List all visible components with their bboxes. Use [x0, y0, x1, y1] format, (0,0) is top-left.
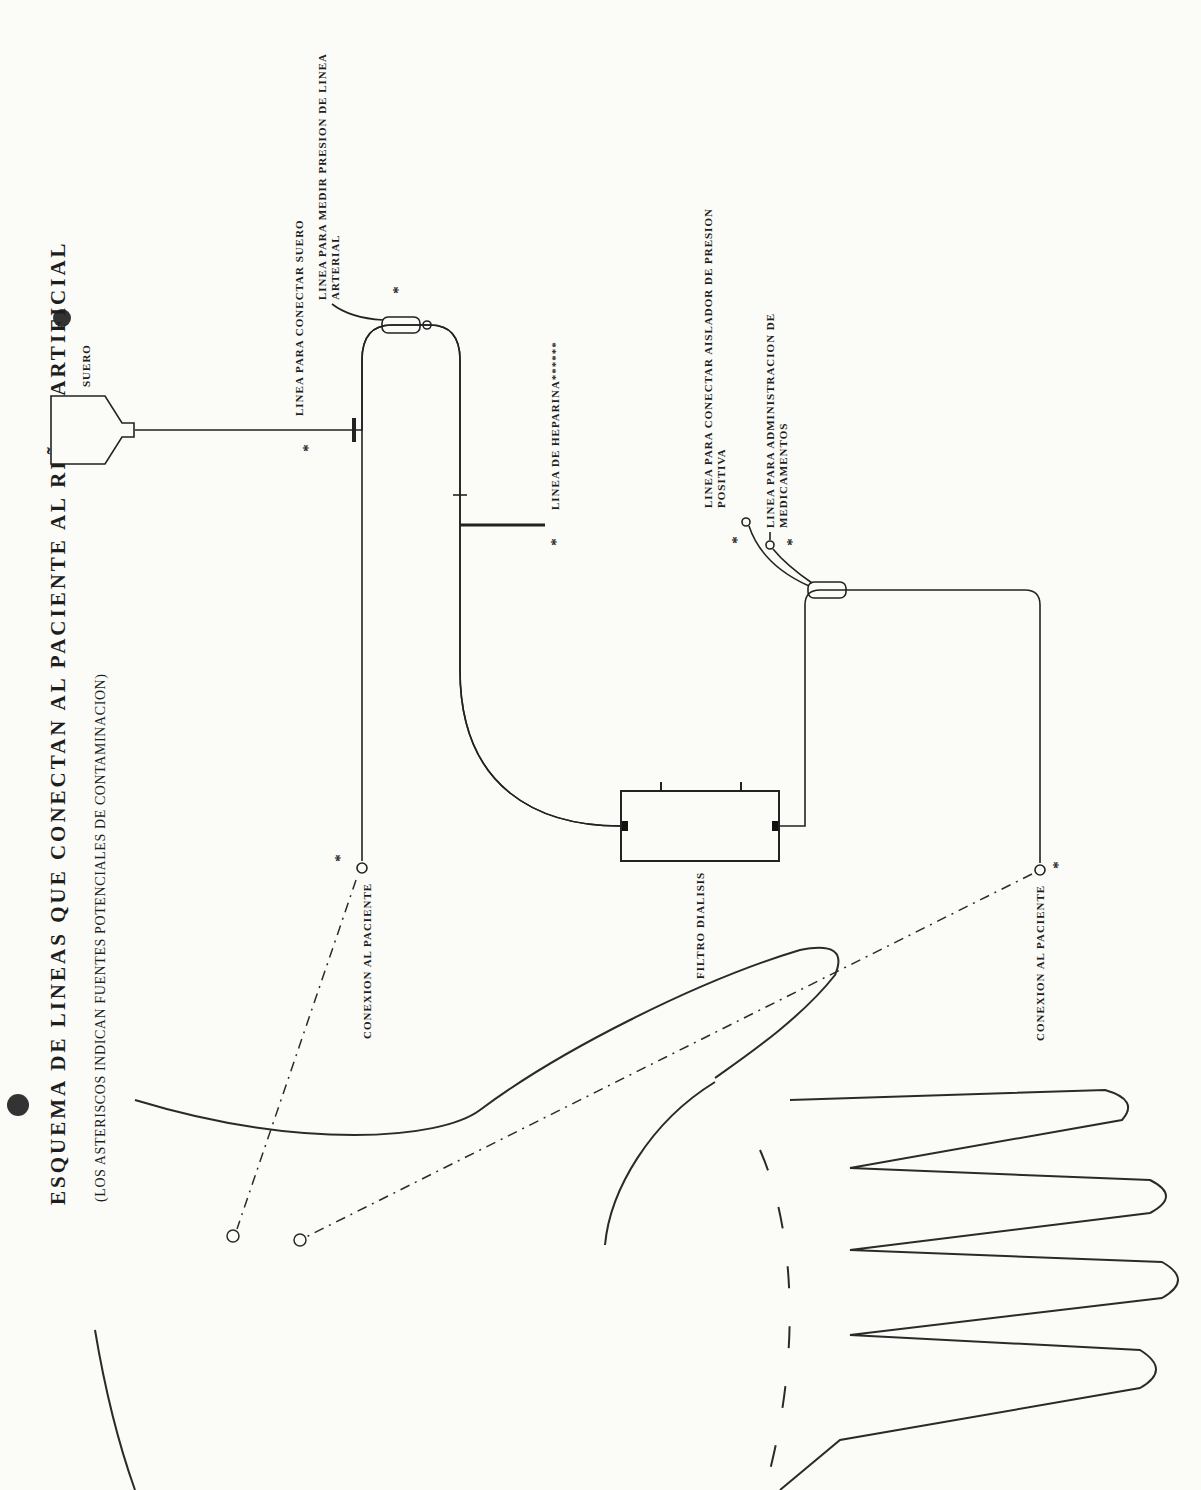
access-point	[294, 1234, 306, 1246]
access-point	[227, 1230, 239, 1242]
connection-label: CONEXION AL PACIENTE	[1034, 885, 1047, 1041]
contamination-asterisk: *	[1051, 861, 1066, 869]
leader-line	[769, 532, 771, 540]
filter-port	[772, 821, 778, 831]
bottle-label: SUERO	[80, 344, 93, 387]
logo-mark	[7, 1094, 29, 1116]
diagram-caption: (LOS ASTERISCOS INDICAN FUENTES POTENCIA…	[92, 673, 109, 1202]
connection-label: CONEXION AL PACIENTE	[361, 883, 374, 1039]
palm-crease	[605, 1082, 715, 1245]
connection-leader	[237, 880, 356, 1229]
fingers	[780, 1090, 1178, 1490]
filter-body	[620, 790, 780, 862]
dialysis-filter: FILTRO DIALISIS	[620, 790, 780, 979]
contamination-asterisk: *	[785, 538, 800, 546]
contamination-asterisk: *	[549, 538, 564, 546]
filter-port	[622, 821, 628, 831]
blood-line	[135, 325, 620, 826]
bottle-icon	[50, 395, 135, 465]
filter-label: FILTRO DIALISIS	[694, 872, 707, 979]
hand-outline	[95, 1330, 135, 1490]
blood-line	[780, 590, 1040, 863]
circle-outline	[1035, 865, 1045, 875]
line-label: LINEA PARA CONECTAR AISLADOR DE PRESION …	[702, 148, 728, 508]
connection-leader	[306, 874, 1032, 1237]
line-label: LINEA PARA ADMINISTRACION DE MEDICAMENTO…	[764, 293, 790, 528]
leader-line	[332, 304, 383, 320]
contamination-asterisk: *	[333, 854, 348, 862]
port-circle	[742, 518, 750, 526]
finger-crease	[760, 1150, 790, 1470]
line-label: LINEA PARA MEDIR PRESION DE LINEA ARTERI…	[316, 10, 342, 300]
branch-line	[773, 549, 812, 583]
hand-outline	[135, 948, 838, 1135]
line-label: LINEA DE HEPARINA******	[549, 341, 562, 510]
port-circle	[766, 541, 774, 549]
dialysate-port	[660, 782, 662, 792]
patient-connection: CONEXION AL PACIENTE	[1033, 863, 1047, 1041]
contamination-asterisk: *	[301, 444, 316, 452]
diagram-title: ESQUEMA DE LINEAS QUE CONECTAN AL PACIEN…	[46, 240, 70, 1205]
blood-line	[362, 325, 620, 861]
connection-circle	[355, 861, 369, 875]
contamination-asterisk: *	[391, 286, 406, 294]
contamination-asterisk: *	[730, 536, 745, 544]
bottle-outline	[51, 396, 134, 464]
patient-connection: CONEXION AL PACIENTE	[355, 861, 374, 1039]
line-label: LINEA PARA CONECTAR SUERO	[293, 219, 306, 416]
connection-circle	[1033, 863, 1047, 877]
circle-outline	[357, 863, 367, 873]
serum-bottle: SUERO	[50, 344, 135, 465]
heparin-line	[460, 524, 545, 527]
dialysate-port	[740, 782, 742, 792]
